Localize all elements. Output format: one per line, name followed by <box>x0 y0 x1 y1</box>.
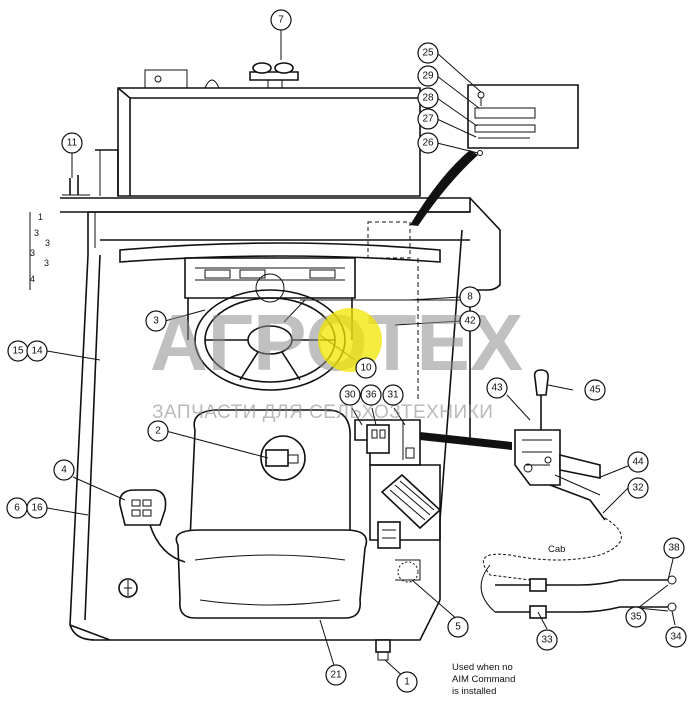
callout-4: 4 <box>53 459 75 481</box>
callout-15: 15 <box>7 340 29 362</box>
callout-33: 33 <box>536 629 558 651</box>
lever-assembly <box>420 369 606 521</box>
callout-29: 29 <box>417 65 439 87</box>
callout-31: 31 <box>382 384 404 406</box>
callout-28: 28 <box>417 87 439 109</box>
callout-21-label: 21 <box>330 670 342 681</box>
callout-30: 30 <box>339 384 361 406</box>
callout-35-label: 35 <box>630 612 642 623</box>
callout-14-label: 14 <box>31 346 43 357</box>
callout-28-label: 28 <box>422 93 434 104</box>
detail-inset-panel <box>300 84 579 400</box>
watermark-tagline: ЗАПЧАСТИ ДЛЯ СЕЛЬХОЗТЕХНИКИ <box>152 402 493 423</box>
callout-16: 16 <box>26 497 48 519</box>
callout-8-label: 8 <box>467 292 473 303</box>
svg-text:3: 3 <box>30 248 35 258</box>
callout-38: 38 <box>663 537 685 559</box>
callout-25: 25 <box>417 42 439 64</box>
callout-45-label: 45 <box>589 385 601 396</box>
callout-36: 36 <box>360 384 382 406</box>
callout-35: 35 <box>625 606 647 628</box>
cab-label: Cab <box>548 544 565 555</box>
callout-27: 27 <box>417 108 439 130</box>
bracket-11 <box>62 175 90 196</box>
note-line-3: is installed <box>452 686 496 697</box>
callout-14: 14 <box>26 340 48 362</box>
callout-6: 6 <box>6 497 28 519</box>
bottom-drain <box>375 639 391 661</box>
svg-text:1: 1 <box>38 212 43 222</box>
seat-switch <box>260 435 306 481</box>
callout-34-label: 34 <box>670 632 682 643</box>
callout-21: 21 <box>325 664 347 686</box>
callout-44: 44 <box>627 451 649 473</box>
callout-30-label: 30 <box>344 390 356 401</box>
callout-11: 11 <box>61 132 83 154</box>
svg-text:3: 3 <box>44 258 49 268</box>
callout-42-label: 42 <box>464 316 476 327</box>
callout-7: 7 <box>270 9 292 31</box>
callout-27-label: 27 <box>422 114 434 125</box>
callout-34: 34 <box>665 626 687 648</box>
roof-assembly-7 <box>249 62 299 89</box>
callout-26: 26 <box>417 132 439 154</box>
callout-15-label: 15 <box>12 346 24 357</box>
callout-11-label: 11 <box>67 138 78 149</box>
callout-31-label: 31 <box>387 390 399 401</box>
callout-4-label: 4 <box>61 465 67 476</box>
callout-29-label: 29 <box>422 71 434 82</box>
callout-43-label: 43 <box>491 383 503 394</box>
instrument-panel <box>119 242 441 340</box>
watermark: АГРОТЕХ ЗАПЧАСТИ ДЛЯ СЕЛЬХОЗТЕХНИКИ <box>150 298 523 423</box>
callout-36-label: 36 <box>365 390 377 401</box>
watermark-gear-icon <box>318 308 382 372</box>
callout-44-label: 44 <box>632 457 644 468</box>
callout-10: 10 <box>355 357 377 379</box>
right-console <box>354 419 442 583</box>
callout-25-label: 25 <box>422 48 434 59</box>
callout-32: 32 <box>627 477 649 499</box>
callout-33-label: 33 <box>541 635 553 646</box>
callout-3-label: 3 <box>153 316 159 327</box>
callout-32-label: 32 <box>632 483 644 494</box>
note-line-1: Used when no <box>452 662 513 673</box>
svg-text:3: 3 <box>45 238 50 248</box>
callout-26-label: 26 <box>422 138 434 149</box>
callout-16-label: 16 <box>31 503 43 514</box>
callout-2: 2 <box>147 420 169 442</box>
callout-5-label: 5 <box>455 622 461 633</box>
callout-38-label: 38 <box>668 543 680 554</box>
callout-45: 45 <box>584 379 606 401</box>
callout-42: 42 <box>459 310 481 332</box>
callout-10-label: 10 <box>360 363 372 374</box>
callout-6-label: 6 <box>14 503 20 514</box>
operator-seat <box>175 409 368 619</box>
callout-5: 5 <box>447 616 469 638</box>
left-switch-panel <box>118 489 186 598</box>
callout-1: 1 <box>396 671 418 693</box>
callout-3: 3 <box>145 310 167 332</box>
svg-text:4: 4 <box>30 274 35 284</box>
callout-1-label: 1 <box>404 677 410 688</box>
svg-text:3: 3 <box>34 228 39 238</box>
cable-assembly <box>480 517 677 619</box>
callout-43: 43 <box>486 377 508 399</box>
note-line-2: AIM Command <box>452 674 515 685</box>
callout-2-label: 2 <box>155 426 161 437</box>
callout-7-label: 7 <box>278 15 284 26</box>
callout-8: 8 <box>459 286 481 308</box>
